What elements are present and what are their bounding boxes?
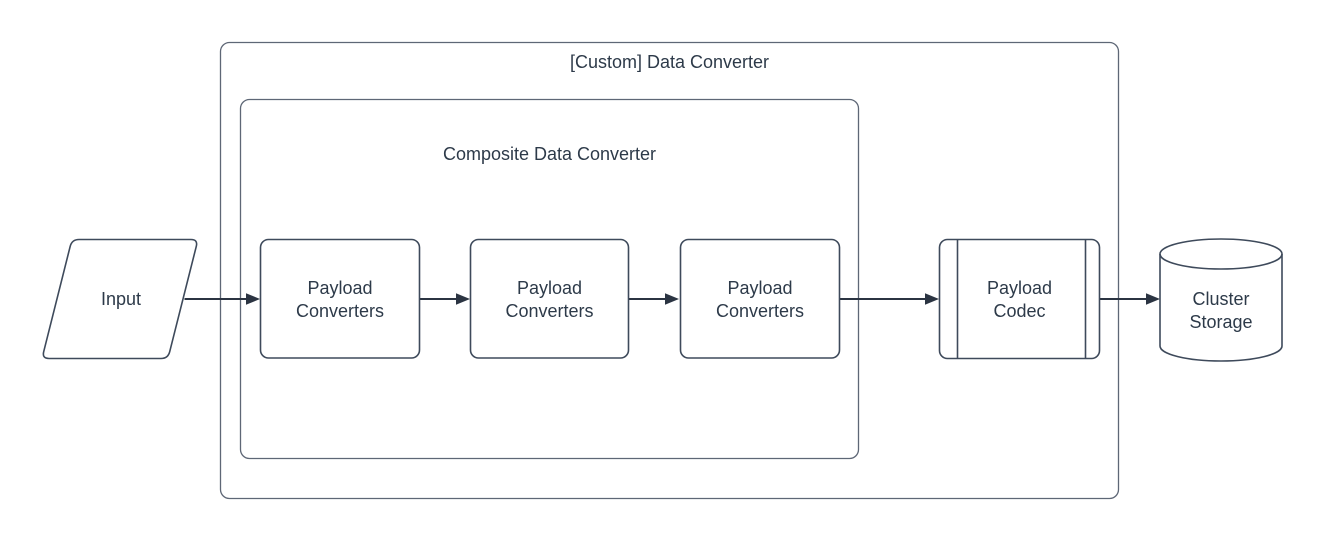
cluster-storage-node — [1159, 238, 1283, 362]
payload-converters-3-label-line1: Payload — [727, 278, 792, 298]
arrowhead-icon — [246, 293, 260, 305]
payload-converters-1-label-line1: Payload — [307, 278, 372, 298]
cylinder-body — [1159, 238, 1283, 362]
cluster-storage-label-line1: Cluster — [1192, 289, 1249, 309]
input-label: Input — [101, 289, 141, 309]
custom-data-converter-container — [219, 41, 1120, 500]
input-node — [42, 238, 198, 360]
payload-converters-2-label-line1: Payload — [517, 278, 582, 298]
containers-layer — [219, 41, 1120, 500]
cylinder-top-rim — [1159, 253, 1283, 270]
payload-codec-label-line2: Codec — [993, 301, 1045, 321]
payload-codec-node — [938, 238, 1101, 360]
arrowhead-icon — [1146, 293, 1160, 305]
payload-converters-node-1 — [259, 238, 421, 359]
shapes-layer — [42, 238, 1283, 362]
arrowheads-layer — [246, 293, 1160, 305]
payload-converters-node-3 — [679, 238, 841, 359]
labels-layer: [Custom] Data Converter Composite Data C… — [101, 52, 1253, 332]
payload-converters-1-label-line2: Converters — [296, 301, 384, 321]
composite-data-converter-label: Composite Data Converter — [443, 144, 656, 164]
composite-data-converter-container — [239, 98, 860, 460]
arrowhead-icon — [456, 293, 470, 305]
payload-converters-2-label-line2: Converters — [505, 301, 593, 321]
cluster-storage-label-line2: Storage — [1189, 312, 1252, 332]
payload-converters-node-2 — [469, 238, 630, 359]
custom-data-converter-label: [Custom] Data Converter — [570, 52, 769, 72]
arrowhead-icon — [665, 293, 679, 305]
payload-codec-label-line1: Payload — [987, 278, 1052, 298]
arrowhead-icon — [925, 293, 939, 305]
payload-codec-outline — [938, 238, 1101, 360]
payload-converters-3-label-line2: Converters — [716, 301, 804, 321]
